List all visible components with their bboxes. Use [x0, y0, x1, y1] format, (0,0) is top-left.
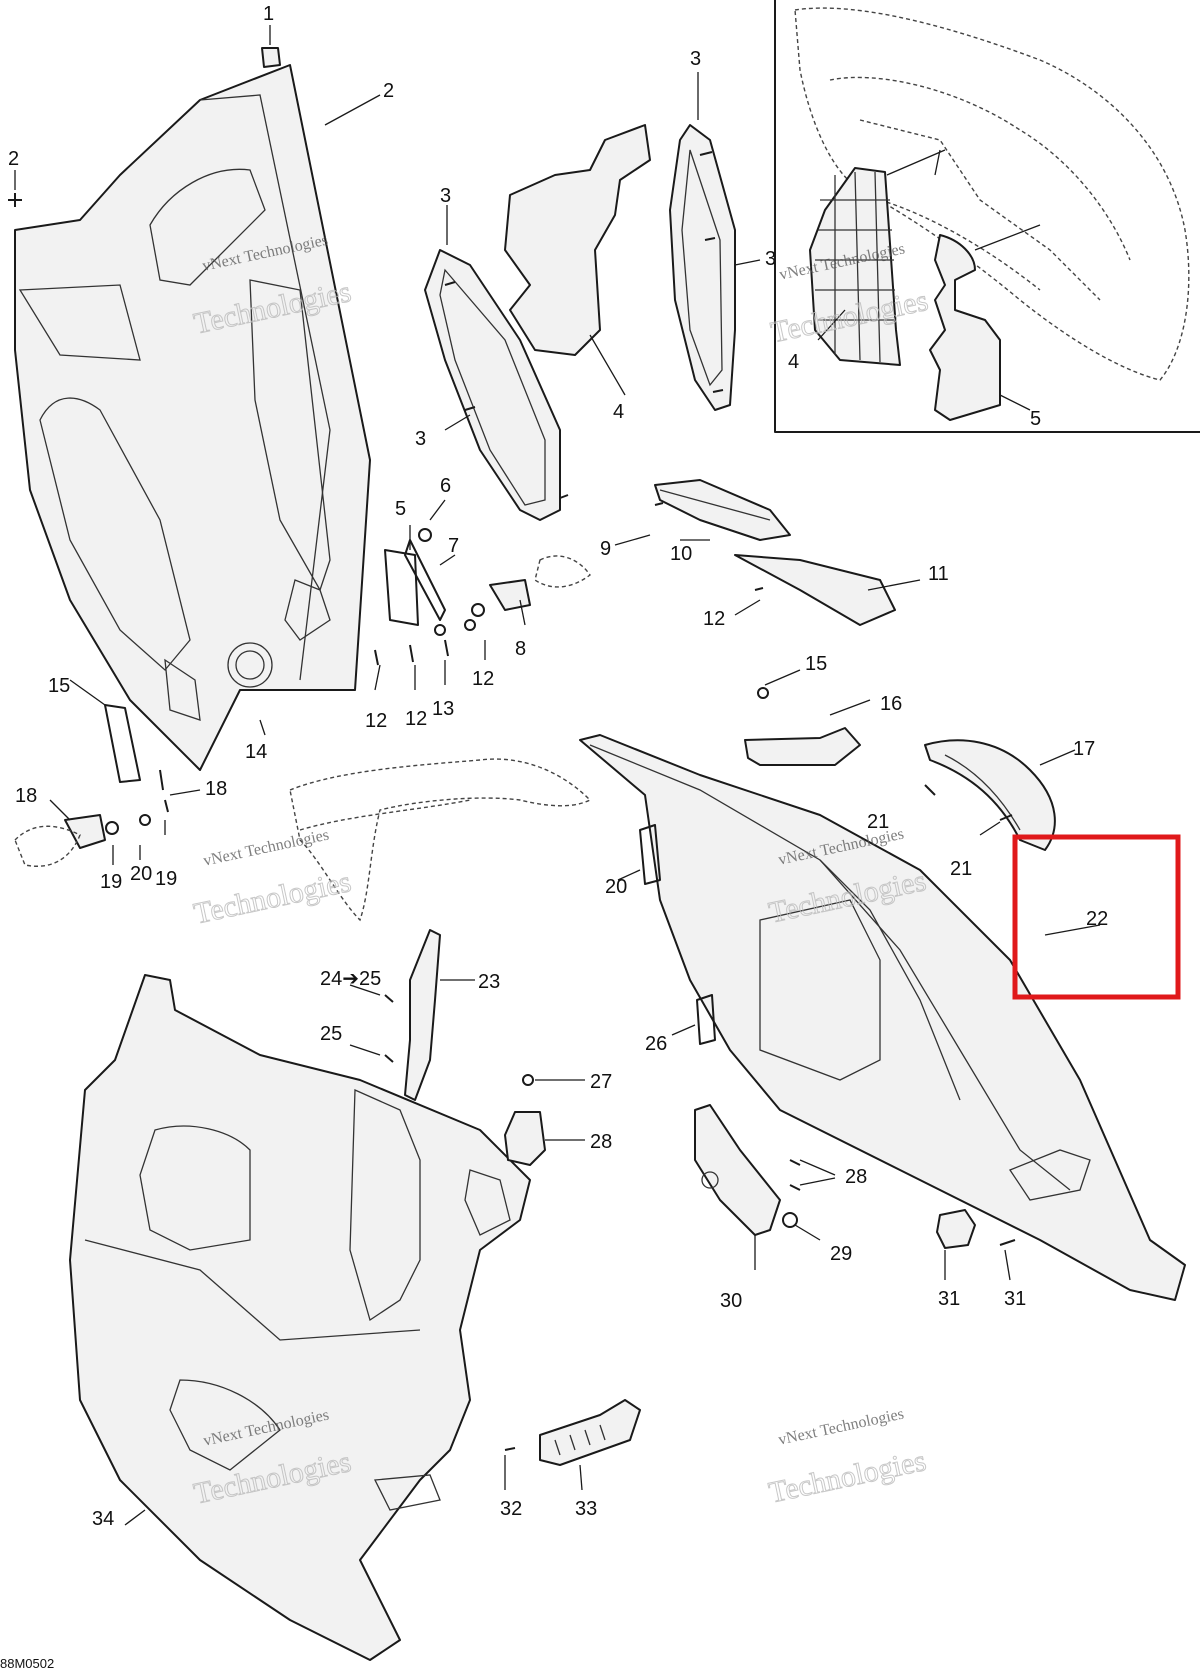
- part-3-handle-right: [936, 1209, 976, 1249]
- inset-detail-view: [774, 0, 1200, 433]
- callout-label: 19: [100, 871, 122, 893]
- callout-label: 31: [938, 1288, 960, 1310]
- callout-label: 5: [395, 498, 406, 520]
- callout-label: 24➔25: [320, 968, 381, 990]
- callout-labels: 1 2 2 3 3 3 3 4 4 5 5 6 7 8 9 10 11 12 1…: [8, 3, 1108, 1530]
- part-1-upper-side-panel: [14, 64, 371, 771]
- part-3-handle-lower: [539, 1399, 641, 1466]
- callout-label: 2: [383, 80, 394, 102]
- callout-label: 27: [590, 1071, 612, 1093]
- part-33-front-side-panel: [69, 974, 531, 1661]
- drawing-code: 88M0502: [0, 1656, 54, 1671]
- callout-label: 4: [788, 351, 799, 373]
- callout-label: 1: [263, 3, 274, 25]
- callout-label: 19: [155, 868, 177, 890]
- callout-label: 28: [590, 1131, 612, 1153]
- callout-label: 15: [805, 653, 827, 675]
- callout-label: 34: [92, 1508, 114, 1530]
- callout-label: 15: [48, 675, 70, 697]
- watermark-text: vNext Technologies: [777, 1405, 906, 1448]
- callout-label: 31: [1004, 1288, 1026, 1310]
- leader-lines: [14, 25, 1101, 1526]
- part-30-deflector: [404, 929, 441, 1101]
- part-9-trim-piece: [734, 554, 896, 626]
- watermark-outline-text: Technologies: [766, 1444, 929, 1509]
- callout-label: 29: [830, 1243, 852, 1265]
- callout-label: 12: [365, 710, 387, 732]
- callout-label: 7: [448, 535, 459, 557]
- callout-label: 6: [440, 475, 451, 497]
- callout-label: 17: [1073, 738, 1095, 760]
- callout-label: 5: [1030, 408, 1041, 430]
- callout-label: 33: [575, 1498, 597, 1520]
- part-24-bracket: [694, 1104, 798, 1236]
- callout-label: 4: [613, 401, 624, 423]
- callout-label: 32: [500, 1498, 522, 1520]
- callout-label: 3: [440, 185, 451, 207]
- callout-label: 3: [690, 48, 701, 70]
- callout-label: 3: [415, 428, 426, 450]
- callout-label: 20: [130, 863, 152, 885]
- part-10-trim-piece: [654, 479, 791, 541]
- callout-label: 2: [8, 148, 19, 170]
- part-7-vent-frame: [669, 124, 736, 411]
- callout-label: 12: [405, 708, 427, 730]
- part-3-handle-mid: [504, 1111, 546, 1166]
- callout-label: 8: [515, 638, 526, 660]
- callout-label: 12: [703, 608, 725, 630]
- part-3-handle-upper: [744, 727, 861, 766]
- callout-label: 23: [478, 971, 500, 993]
- callout-label: 11: [928, 563, 949, 585]
- callout-label: 3: [765, 248, 776, 270]
- callout-label: 21: [867, 811, 889, 833]
- callout-label: 20: [605, 876, 627, 898]
- frame-section-dashed: [289, 758, 592, 922]
- callout-label: 21: [950, 858, 972, 880]
- callout-label: 28: [845, 1166, 867, 1188]
- bracket-assembly-lower: [14, 704, 169, 867]
- callout-label: 26: [645, 1033, 667, 1055]
- watermark-text: vNext Technologies: [202, 827, 331, 870]
- callout-label: 30: [720, 1290, 742, 1312]
- part-27-foam-block: [504, 124, 651, 356]
- watermark-outline-text: Technologies: [191, 865, 354, 930]
- callout-label: 13: [432, 698, 454, 720]
- callout-label: 14: [245, 741, 267, 763]
- callout-label: 12: [472, 668, 494, 690]
- part-29-deflector: [924, 739, 1056, 851]
- callout-label: 22: [1086, 908, 1108, 930]
- callout-label: 16: [880, 693, 902, 715]
- part-32-lower-side-panel: [579, 734, 1186, 1301]
- bracket-assembly-upper: [374, 528, 591, 666]
- fasteners: [8, 47, 1016, 1451]
- part-8-vent-frame: [424, 249, 561, 521]
- callout-label: 18: [15, 785, 37, 807]
- callout-label: 18: [205, 778, 227, 800]
- callout-label: 10: [670, 543, 692, 565]
- callout-label: 9: [600, 538, 611, 560]
- callout-label: 25: [320, 1023, 342, 1045]
- highlight-box: [1012, 834, 1181, 1000]
